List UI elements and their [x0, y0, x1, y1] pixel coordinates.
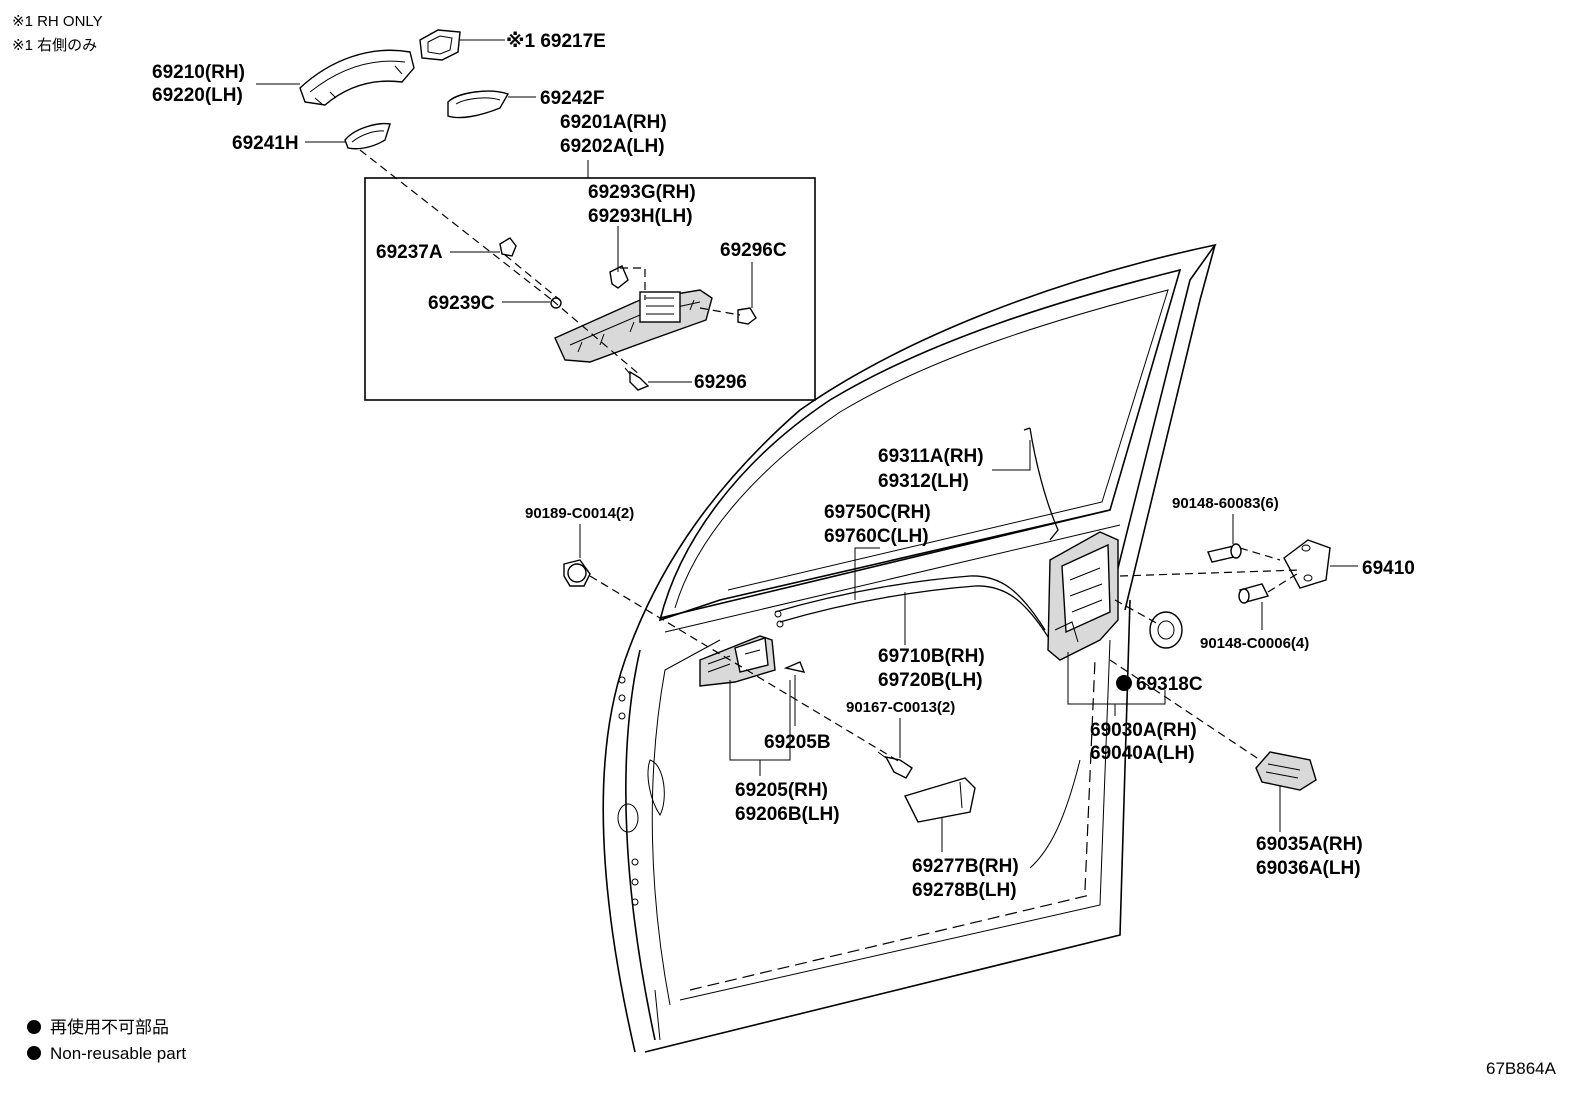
label-69720B: 69720B(LH): [878, 670, 983, 691]
label-69239C: 69239C: [428, 293, 495, 314]
figure-id: 67B864A: [1486, 1059, 1557, 1078]
label-69311A: 69311A(RH): [878, 446, 984, 467]
outside-handle-69210: [299, 49, 415, 106]
legend-jp: 再使用不可部品: [50, 1017, 169, 1037]
door-pad-69277B: [904, 777, 976, 823]
label-69205B: 69205B: [764, 732, 831, 753]
handle-frame-assembly: [554, 289, 713, 363]
label-69750C: 69750C(RH): [824, 502, 931, 523]
label-69296: 69296: [694, 372, 747, 393]
screw-69296: [624, 367, 650, 391]
handle-pad-69242F: [447, 90, 510, 119]
leader-lines: [256, 39, 1358, 869]
label-69206B: 69206B(LH): [735, 804, 840, 825]
label-69318C: 69318C: [1136, 674, 1203, 695]
label-69210: 69210(RH): [152, 62, 245, 83]
label-69237A: 69237A: [376, 242, 443, 263]
handle-frame-box: [364, 177, 816, 401]
bracket-69035A: [1255, 751, 1317, 791]
clip-69293G: [609, 265, 629, 289]
assembly-dashed-lines: [359, 149, 1301, 763]
label-69205: 69205(RH): [735, 780, 828, 801]
non-reusable-marker: [1116, 675, 1132, 691]
label-69202A: 69202A(LH): [560, 136, 665, 157]
label-69242F: 69242F: [540, 88, 604, 109]
bolt-69296C: [737, 307, 757, 325]
screw-69237A: [499, 237, 517, 257]
note-rh-only: ※1 RH ONLY: [12, 13, 103, 30]
label-69293H: 69293H(LH): [588, 206, 693, 227]
label-69217E: ※1 69217E: [506, 31, 606, 52]
label-69410: 69410: [1362, 558, 1415, 579]
legend-bullet-jp: [27, 1020, 41, 1034]
label-90189: 90189-C0014(2): [525, 505, 634, 522]
label-69030A: 69030A(RH): [1090, 720, 1197, 741]
label-69312: 69312(LH): [878, 471, 969, 492]
label-69040A: 69040A(LH): [1090, 743, 1195, 764]
legend-bullet-en: [27, 1046, 41, 1060]
label-69201A: 69201A(RH): [560, 112, 667, 133]
striker-69410: [1283, 539, 1331, 589]
label-90148-60083: 90148-60083(6): [1172, 495, 1279, 512]
cables-69710B: [774, 575, 1051, 641]
screw-90167: [877, 751, 913, 779]
screw-90148-60083: [1207, 543, 1242, 563]
inside-handle-69205: [699, 635, 776, 687]
door-frame: [602, 243, 1217, 1053]
screw-90148-C0006: [1238, 583, 1270, 604]
note-rh-only-jp: ※1 右側のみ: [12, 37, 97, 54]
cover-69318C: [1149, 611, 1183, 649]
label-69220: 69220(LH): [152, 85, 243, 106]
label-69293G: 69293G(RH): [588, 182, 696, 203]
bumper-90189: [563, 559, 591, 587]
label-69278B: 69278B(LH): [912, 880, 1017, 901]
label-69035A: 69035A(RH): [1256, 834, 1363, 855]
handle-pad-69241H: [344, 122, 391, 150]
label-90167: 90167-C0013(2): [846, 699, 955, 716]
rod-69311A: [1023, 427, 1059, 541]
pad-69205B: [783, 661, 806, 673]
door-lock-69030A: [1047, 531, 1119, 661]
label-69710B: 69710B(RH): [878, 646, 985, 667]
label-69277B: 69277B(RH): [912, 856, 1019, 877]
handle-cover-69217E: [419, 29, 461, 61]
label-69036A: 69036A(LH): [1256, 858, 1361, 879]
labels: ※1 RH ONLY ※1 右側のみ ※1 69217E 69210(RH) 6…: [12, 13, 1557, 1078]
label-69241H: 69241H: [232, 133, 299, 154]
label-69760C: 69760C(LH): [824, 526, 929, 547]
legend-en: Non-reusable part: [50, 1044, 186, 1063]
label-90148-C0006: 90148-C0006(4): [1200, 635, 1309, 652]
label-69296C: 69296C: [720, 240, 787, 261]
